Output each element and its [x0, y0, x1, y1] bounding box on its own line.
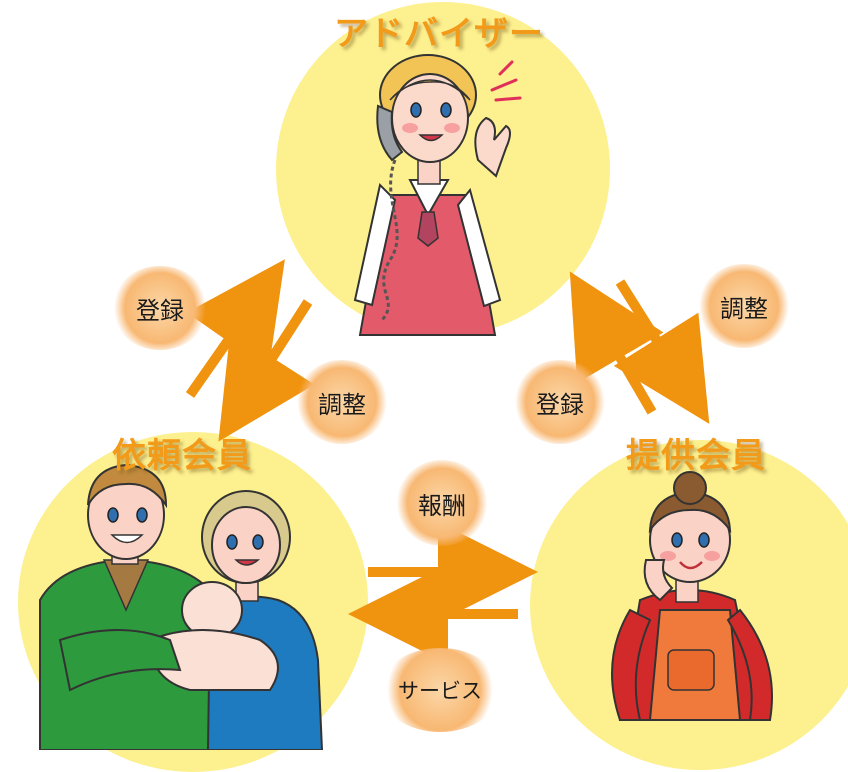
- reward-label: 報酬: [418, 491, 466, 520]
- requester-illustration: [39, 463, 324, 750]
- service-label: サービス: [398, 679, 482, 703]
- right-register-bubble: 登録: [514, 360, 606, 444]
- relationship-diagram: [39, 54, 773, 750]
- requester-title: 依頼会員: [112, 436, 252, 476]
- right-adjust-label: 調整: [720, 294, 768, 323]
- arrow-advisor-to-requester: [218, 299, 315, 442]
- left-adjust-bubble: 調整: [296, 360, 388, 444]
- provider-illustration: [611, 471, 773, 721]
- reward-bubble: 報酬: [396, 460, 488, 546]
- right-register-label: 登録: [536, 390, 584, 419]
- provider-title: 提供会員: [626, 436, 766, 476]
- service-bubble: サービス: [380, 648, 500, 732]
- left-adjust-label: 調整: [318, 390, 366, 419]
- left-register-label: 登録: [136, 296, 184, 325]
- advisor-illustration: [353, 54, 522, 336]
- right-adjust-bubble: 調整: [698, 264, 790, 348]
- arrow-advisor-to-provider: [613, 279, 710, 424]
- advisor-title: アドバイザー: [334, 14, 544, 54]
- left-register-bubble: 登録: [112, 266, 208, 350]
